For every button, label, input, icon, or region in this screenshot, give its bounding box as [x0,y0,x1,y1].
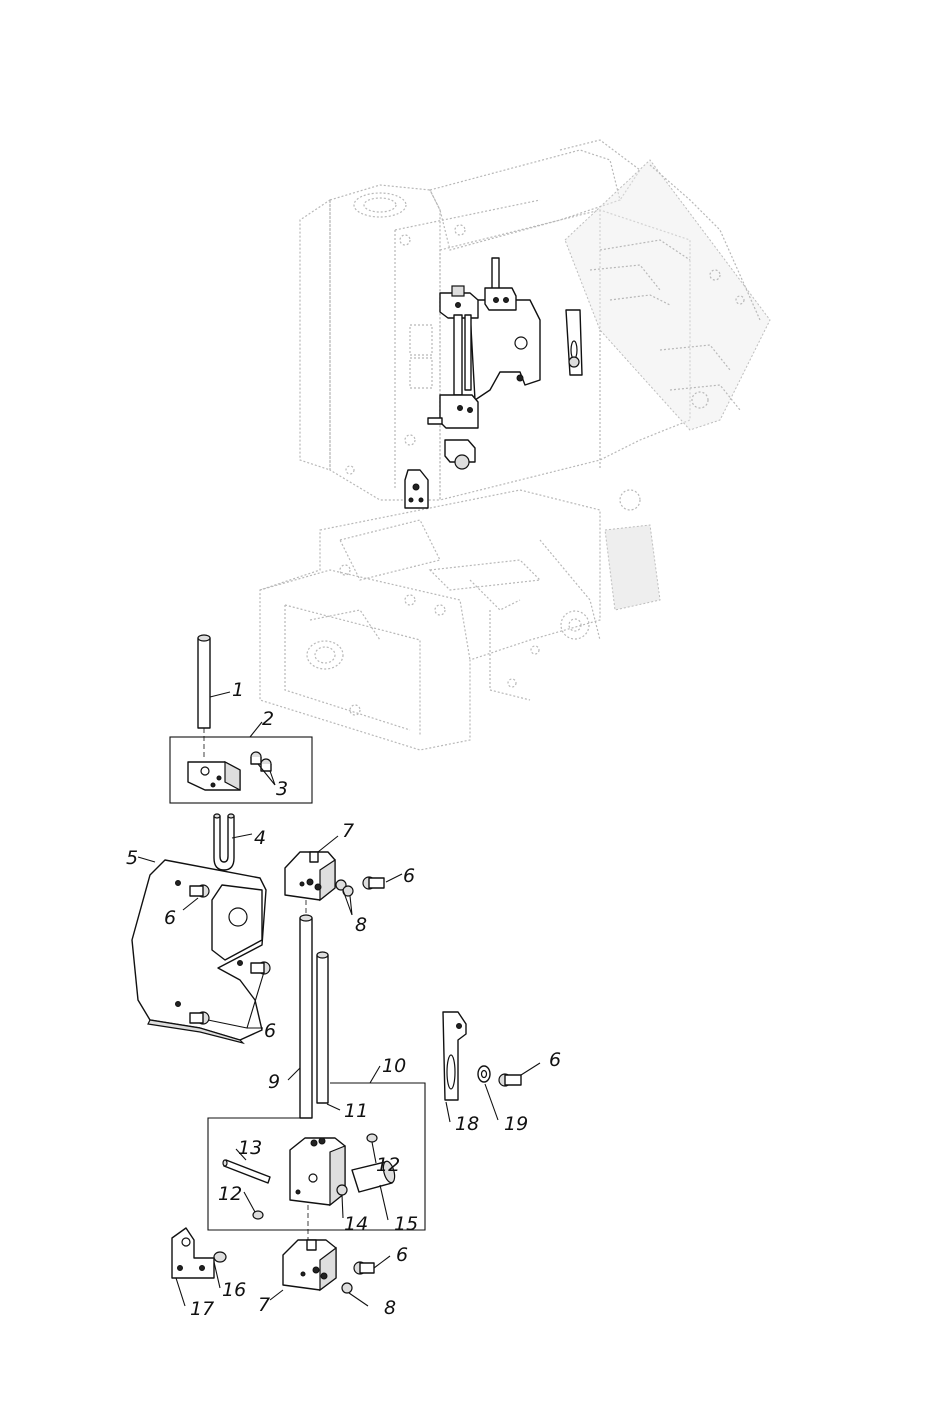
part-holder-block [290,1138,345,1205]
callout-12-upper: 12 [376,1154,400,1176]
callout-8-lower: 8 [384,1297,396,1319]
part-6-screw-lower [354,1262,374,1274]
part-1-rod [198,635,210,760]
cover-plate-ghost [565,160,770,430]
callout-7-upper: 7 [342,820,354,842]
callout-7-lower: 7 [258,1294,270,1316]
callout-8-upper: 8 [355,914,367,936]
callout-16: 16 [222,1279,246,1301]
callout-18: 18 [455,1113,479,1135]
callout-2: 2 [262,708,274,730]
part-13-pin [223,1160,270,1183]
part-8-screw-lower [342,1283,352,1293]
part-6-screw-upper [363,877,384,889]
callout-6-washer: 6 [549,1049,561,1071]
part-9-long-rod [300,915,312,1118]
callout-5: 5 [126,847,138,869]
callout-6-upper-bracket: 6 [403,865,415,887]
callout-6-plate-upper: 6 [164,907,176,929]
callout-3: 3 [276,778,288,800]
part-16-screw [214,1252,226,1262]
part-2-block [188,762,240,790]
callout-12-lower: 12 [218,1183,242,1205]
callout-15: 15 [394,1213,418,1235]
part-14-screw [337,1185,347,1195]
callout-14: 14 [344,1213,368,1235]
callout-1: 1 [232,679,244,701]
part-11-rod [317,952,328,1103]
callout-10: 10 [382,1055,406,1077]
callout-4: 4 [254,827,266,849]
callout-6-lower-bracket: 6 [396,1244,408,1266]
installed-needle-bar-assembly [405,258,582,508]
callout-17: 17 [190,1298,214,1320]
callout-11: 11 [344,1100,368,1122]
part-6-screw-washer [499,1074,521,1086]
part-4-u-rod [214,814,234,870]
part-18-slotted-bracket [443,1012,466,1100]
part-17-bracket [172,1228,214,1278]
part-7-lower-bracket [283,1205,336,1290]
part-19-washer [478,1066,490,1082]
callout-19: 19 [504,1113,528,1135]
callout-9: 9 [268,1071,280,1093]
callout-6-plate-lower: 6 [264,1020,276,1042]
part-7-upper-bracket [285,852,335,925]
callout-13: 13 [238,1137,262,1159]
